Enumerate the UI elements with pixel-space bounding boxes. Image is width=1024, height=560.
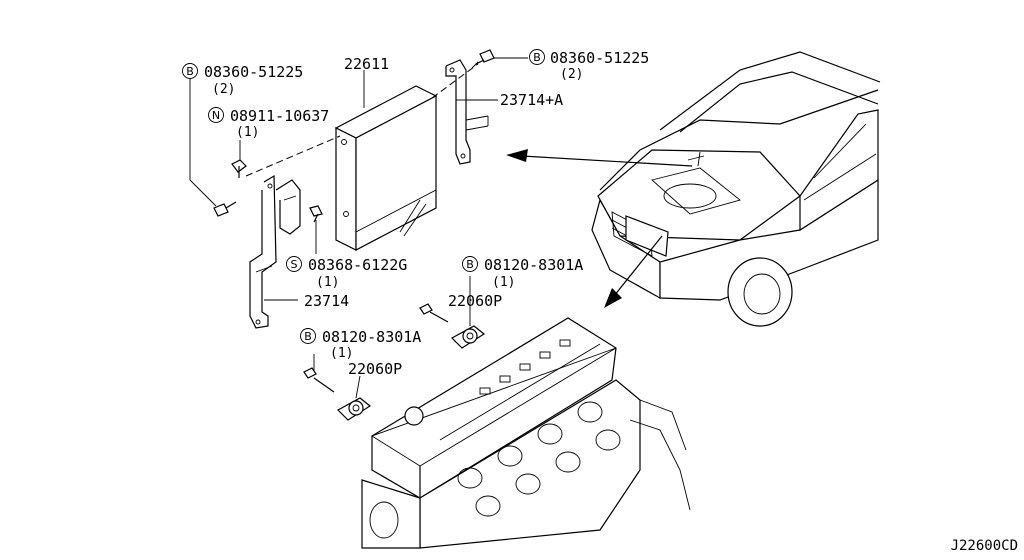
svg-text:(1): (1)	[492, 275, 515, 290]
callout-p4: B 08360-51225 (2)	[529, 49, 649, 82]
screw-icon	[309, 205, 323, 223]
svg-text:N: N	[212, 109, 220, 122]
callout-p1: B 08360-51225 (2)	[182, 63, 303, 97]
callout-p11: 22060P	[348, 360, 402, 378]
nut-icon	[231, 159, 247, 178]
svg-text:08120-8301A: 08120-8301A	[322, 328, 421, 346]
svg-text:B: B	[466, 258, 474, 271]
engine-block	[361, 317, 691, 549]
svg-text:B: B	[533, 51, 541, 64]
callout-p9: 22060P	[448, 292, 502, 310]
callout-p6: S 08368-6122G (1)	[286, 256, 407, 290]
callout-p2: 22611	[344, 55, 389, 73]
svg-text:23714+A: 23714+A	[500, 91, 563, 109]
svg-text:08911-10637: 08911-10637	[230, 107, 329, 125]
svg-text:23714: 23714	[304, 292, 349, 310]
svg-text:(1): (1)	[236, 125, 259, 140]
svg-text:22060P: 22060P	[348, 360, 402, 378]
knock-sensor-upper	[419, 303, 486, 349]
svg-text:(1): (1)	[330, 346, 353, 361]
svg-text:B: B	[186, 65, 194, 78]
callout-p8: B 08120-8301A (1)	[462, 256, 583, 290]
svg-text:22060P: 22060P	[448, 292, 502, 310]
svg-text:08120-8301A: 08120-8301A	[484, 256, 583, 274]
bolt-icon-left	[213, 201, 237, 217]
arrow-to-engine	[604, 235, 663, 308]
svg-text:B: B	[304, 330, 312, 343]
svg-text:08360-51225: 08360-51225	[550, 49, 649, 67]
bracket-23714a	[445, 59, 489, 165]
callout-p10: B 08120-8301A (1)	[300, 328, 421, 361]
svg-text:08368-6122G: 08368-6122G	[308, 256, 407, 274]
svg-text:(1): (1)	[316, 275, 339, 290]
callout-p7: 23714	[304, 292, 349, 310]
bolt-icon	[471, 49, 495, 69]
diagram-reference: J22600CD	[951, 538, 1018, 554]
svg-text:(2): (2)	[212, 82, 235, 97]
ecu-module	[334, 85, 438, 251]
svg-text:08360-51225: 08360-51225	[204, 63, 303, 81]
svg-text:S: S	[291, 258, 298, 271]
bracket-23714	[249, 174, 301, 329]
callout-p3: N 08911-10637 (1)	[208, 107, 329, 140]
svg-text:(2): (2)	[560, 67, 583, 82]
callout-p5: 23714+A	[500, 91, 563, 109]
svg-text:22611: 22611	[344, 55, 389, 73]
vehicle-illustration	[591, 51, 881, 327]
arrow-to-ecu	[506, 149, 693, 167]
knock-sensor-lower	[303, 367, 372, 421]
